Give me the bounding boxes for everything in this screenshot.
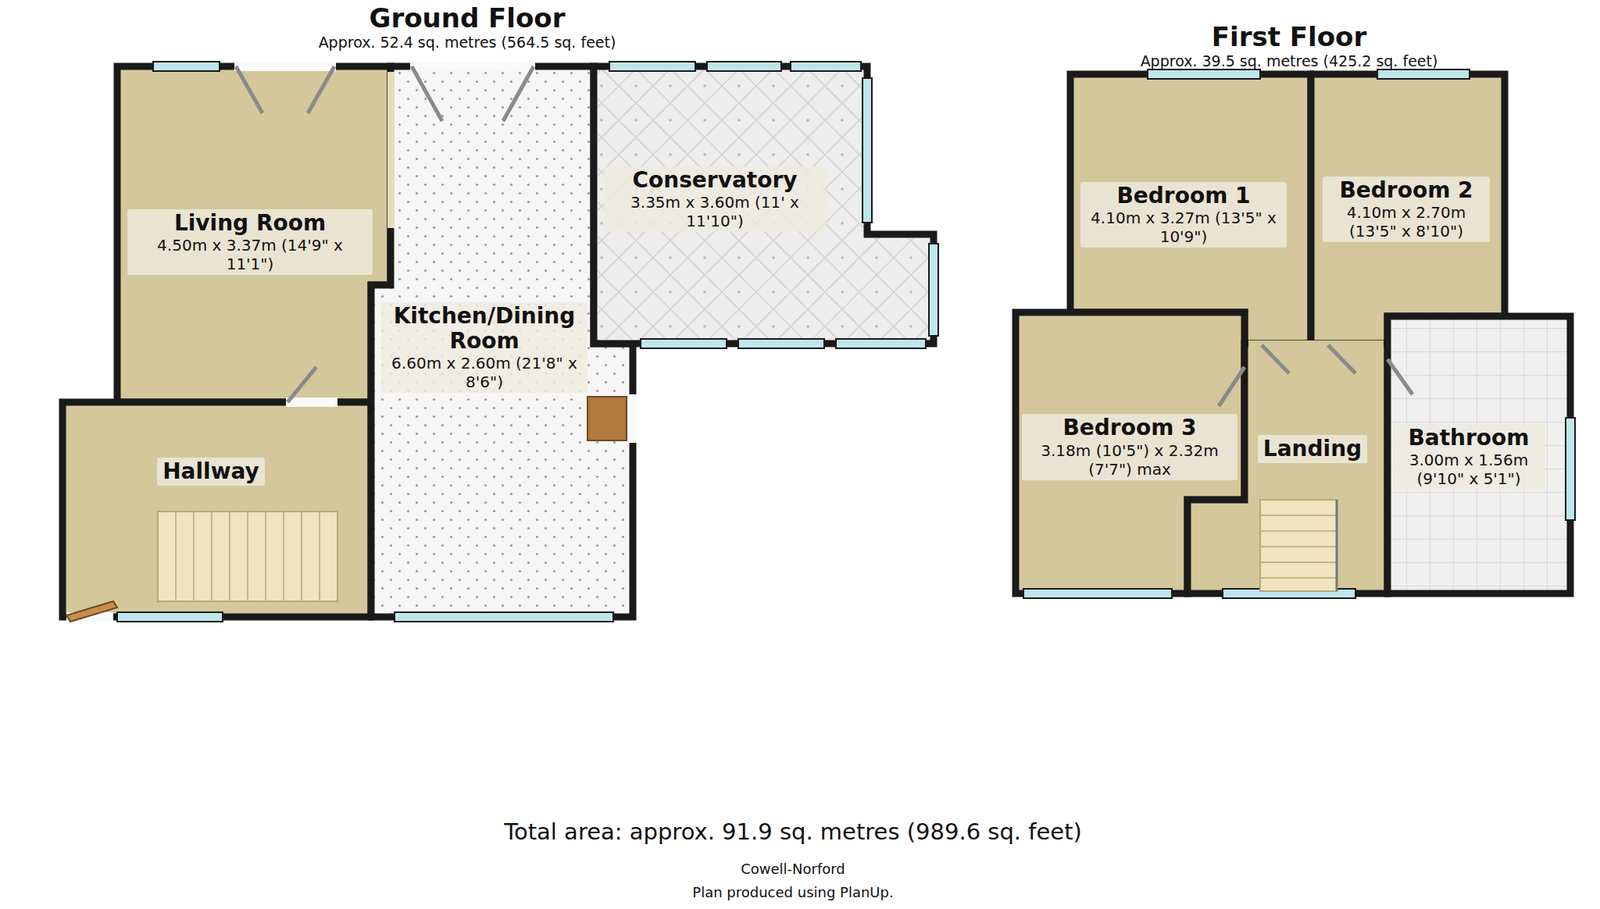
- room-label: Bathroom3.00m x 1.56m (9'10" x 5'1"): [1392, 424, 1545, 490]
- floor-area: Approx. 52.4 sq. metres (564.5 sq. feet): [318, 33, 617, 52]
- stair-treads: [1260, 515, 1337, 579]
- floor-heading: Ground Floor: [318, 3, 617, 34]
- door-opening: [628, 394, 638, 443]
- conservatory-floor: [593, 66, 934, 344]
- room-dimensions: 4.50m x 3.37m (14'9" x 11'1"): [132, 235, 368, 274]
- open-plan-gap: [387, 71, 395, 229]
- credit-note: Cowell-Norford: [740, 860, 846, 878]
- door-leaf: [1261, 345, 1290, 374]
- door-leaf: [411, 66, 443, 122]
- window: [835, 339, 926, 349]
- floor-heading-group: First FloorApprox. 39.5 sq. metres (425.…: [1140, 21, 1439, 71]
- window: [394, 612, 614, 622]
- room-name: Kitchen/Dining Room: [386, 303, 583, 354]
- room-name: Bedroom 3: [1027, 415, 1233, 441]
- room-name: Conservatory: [609, 167, 821, 193]
- floor-section: First FloorApprox. 39.5 sq. metres (425.…: [985, 0, 1599, 618]
- room: Living Room4.50m x 3.37m (14'9" x 11'1"): [125, 78, 375, 407]
- room: Kitchen/Dining Room6.60m x 2.60m (21'8" …: [378, 234, 590, 461]
- room-name: Bathroom: [1398, 425, 1540, 451]
- stairs: [157, 511, 338, 602]
- window: [117, 612, 223, 622]
- room-dimensions: 3.18m (10'5") x 2.32m (7'7") max: [1027, 441, 1233, 479]
- room-label: Bedroom 14.10m x 3.27m (13'5" x 10'9"): [1080, 182, 1287, 248]
- window: [790, 61, 861, 72]
- doors: [66, 61, 638, 622]
- french-door-opening: [410, 61, 536, 72]
- windows: [1023, 69, 1575, 599]
- credit-note: Plan produced using PlanUp.: [692, 884, 893, 901]
- room-label: Hallway: [157, 457, 265, 486]
- room-label: Bedroom 24.10m x 2.70m (13'5" x 8'10"): [1322, 176, 1490, 243]
- room-label: Living Room4.50m x 3.37m (14'9" x 11'1"): [127, 209, 373, 275]
- room: Hallway: [70, 437, 352, 507]
- room: Bedroom 33.18m (10'5") x 2.32m (7'7") ma…: [1019, 312, 1240, 583]
- window: [153, 61, 220, 72]
- window: [1023, 589, 1172, 599]
- window: [1565, 417, 1575, 521]
- floor-heading-group: Ground FloorApprox. 52.4 sq. metres (564…: [318, 3, 617, 52]
- room-label: Kitchen/Dining Room6.60m x 2.60m (21'8" …: [381, 302, 588, 393]
- room: Landing: [1250, 406, 1375, 493]
- first-floor-rooms: [1015, 74, 1571, 594]
- room-dimensions: 4.10m x 3.27m (13'5" x 10'9"): [1085, 208, 1282, 247]
- room-dimensions: 4.10m x 2.70m (13'5" x 8'10"): [1328, 203, 1485, 241]
- door-opening: [285, 397, 338, 408]
- window: [862, 78, 872, 223]
- stairs: [1260, 500, 1337, 592]
- room-name: Hallway: [162, 459, 260, 485]
- back-door: [587, 396, 627, 441]
- window: [640, 339, 727, 349]
- room: Conservatory3.35m x 3.60m (11' x 11'10"): [601, 85, 829, 313]
- room-name: Bedroom 2: [1328, 178, 1485, 204]
- door-leaf: [1387, 359, 1413, 395]
- door-leaf: [1218, 367, 1245, 407]
- room-dimensions: 3.35m x 3.60m (11' x 11'10"): [609, 192, 821, 231]
- hallway-floor: [62, 402, 372, 618]
- window: [928, 243, 939, 336]
- bedroom-1-floor: [1070, 74, 1311, 344]
- door-leaf: [235, 66, 263, 114]
- handrail: [1335, 500, 1339, 592]
- doors: [1218, 345, 1413, 407]
- floor-area: Approx. 39.5 sq. metres (425.2 sq. feet): [1140, 52, 1439, 71]
- window: [738, 339, 825, 349]
- bathroom-floor: [1387, 316, 1571, 594]
- room-label: Conservatory3.35m x 3.60m (11' x 11'10"): [603, 166, 826, 233]
- ground-floor-rooms: [62, 66, 934, 618]
- landing-opening: [1248, 340, 1384, 348]
- stair-treads: [175, 511, 320, 602]
- door-leaf: [307, 66, 335, 114]
- staircase: [157, 511, 338, 602]
- room-name: Living Room: [132, 210, 368, 236]
- door-leaf: [287, 367, 317, 403]
- window: [1147, 69, 1261, 79]
- front-door: [66, 601, 118, 622]
- bedroom-2-floor: [1310, 74, 1505, 344]
- room-name: Landing: [1263, 436, 1362, 462]
- window: [707, 61, 782, 72]
- room-label: Bedroom 33.18m (10'5") x 2.32m (7'7") ma…: [1021, 414, 1238, 480]
- door-leaf: [503, 66, 534, 122]
- room: Bedroom 14.10m x 3.27m (13'5" x 10'9"): [1078, 85, 1290, 344]
- room: Bathroom3.00m x 1.56m (9'10" x 5'1"): [1390, 328, 1547, 586]
- living-room-floor: [117, 66, 391, 403]
- windows: [117, 61, 939, 622]
- door-leaf: [1328, 345, 1356, 374]
- window: [609, 61, 696, 72]
- total-area-caption: Total area: approx. 91.9 sq. metres (989…: [503, 818, 1083, 846]
- room-label: Landing: [1257, 435, 1368, 464]
- staircase: [1260, 500, 1337, 592]
- french-door-opening: [234, 61, 336, 72]
- floor-section: Ground FloorApprox. 52.4 sq. metres (564…: [15, 0, 961, 633]
- room-name: Bedroom 1: [1085, 183, 1282, 209]
- room-dimensions: 3.00m x 1.56m (9'10" x 5'1"): [1398, 450, 1540, 489]
- window: [1377, 69, 1470, 79]
- floor-heading: First Floor: [1140, 21, 1439, 53]
- room-dimensions: 6.60m x 2.60m (21'8" x 8'6"): [386, 353, 583, 392]
- room: Bedroom 24.10m x 2.70m (13'5" x 8'10"): [1320, 85, 1493, 333]
